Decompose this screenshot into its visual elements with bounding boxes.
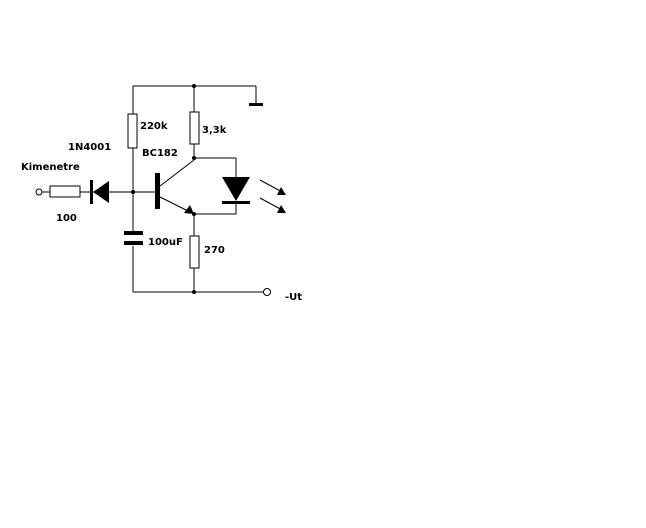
ground-symbol (249, 103, 263, 106)
label-resistor-base: 220k (140, 121, 168, 132)
resistor-220k (127, 113, 138, 149)
junction-dot (131, 190, 135, 194)
light-arrow-head-1 (277, 187, 286, 195)
label-capacitor: 100uF (148, 237, 183, 248)
label-resistor-series: 100 (56, 213, 77, 224)
resistor-270 (189, 235, 200, 269)
label-diode: 1N4001 (68, 142, 112, 153)
transistor-base-bar (155, 173, 160, 209)
label-resistor-collector: 3,3k (202, 125, 227, 136)
diode-1n4001 (93, 181, 109, 203)
junction-dot (192, 156, 196, 160)
input-terminal (35, 188, 43, 196)
output-terminal (263, 288, 271, 296)
led-cathode-bar (222, 201, 250, 204)
label-supply-neg: -Ut (285, 292, 303, 303)
resistor-100 (49, 185, 81, 198)
junction-dot (192, 290, 196, 294)
label-input: Kimenetre (21, 162, 80, 173)
emitter-arrow (184, 205, 194, 214)
label-resistor-emitter: 270 (204, 245, 225, 256)
light-arrow-head-2 (277, 205, 286, 213)
capacitor-plate-top (124, 231, 143, 235)
led-body (222, 177, 250, 201)
junction-dot (192, 212, 196, 216)
transistor-collector-lead (159, 159, 195, 187)
capacitor-plate-bottom (124, 241, 143, 245)
diode-cathode-bar (90, 180, 93, 204)
label-transistor: BC182 (142, 148, 178, 159)
junction-dot (192, 84, 196, 88)
resistor-3-3k (189, 111, 200, 145)
